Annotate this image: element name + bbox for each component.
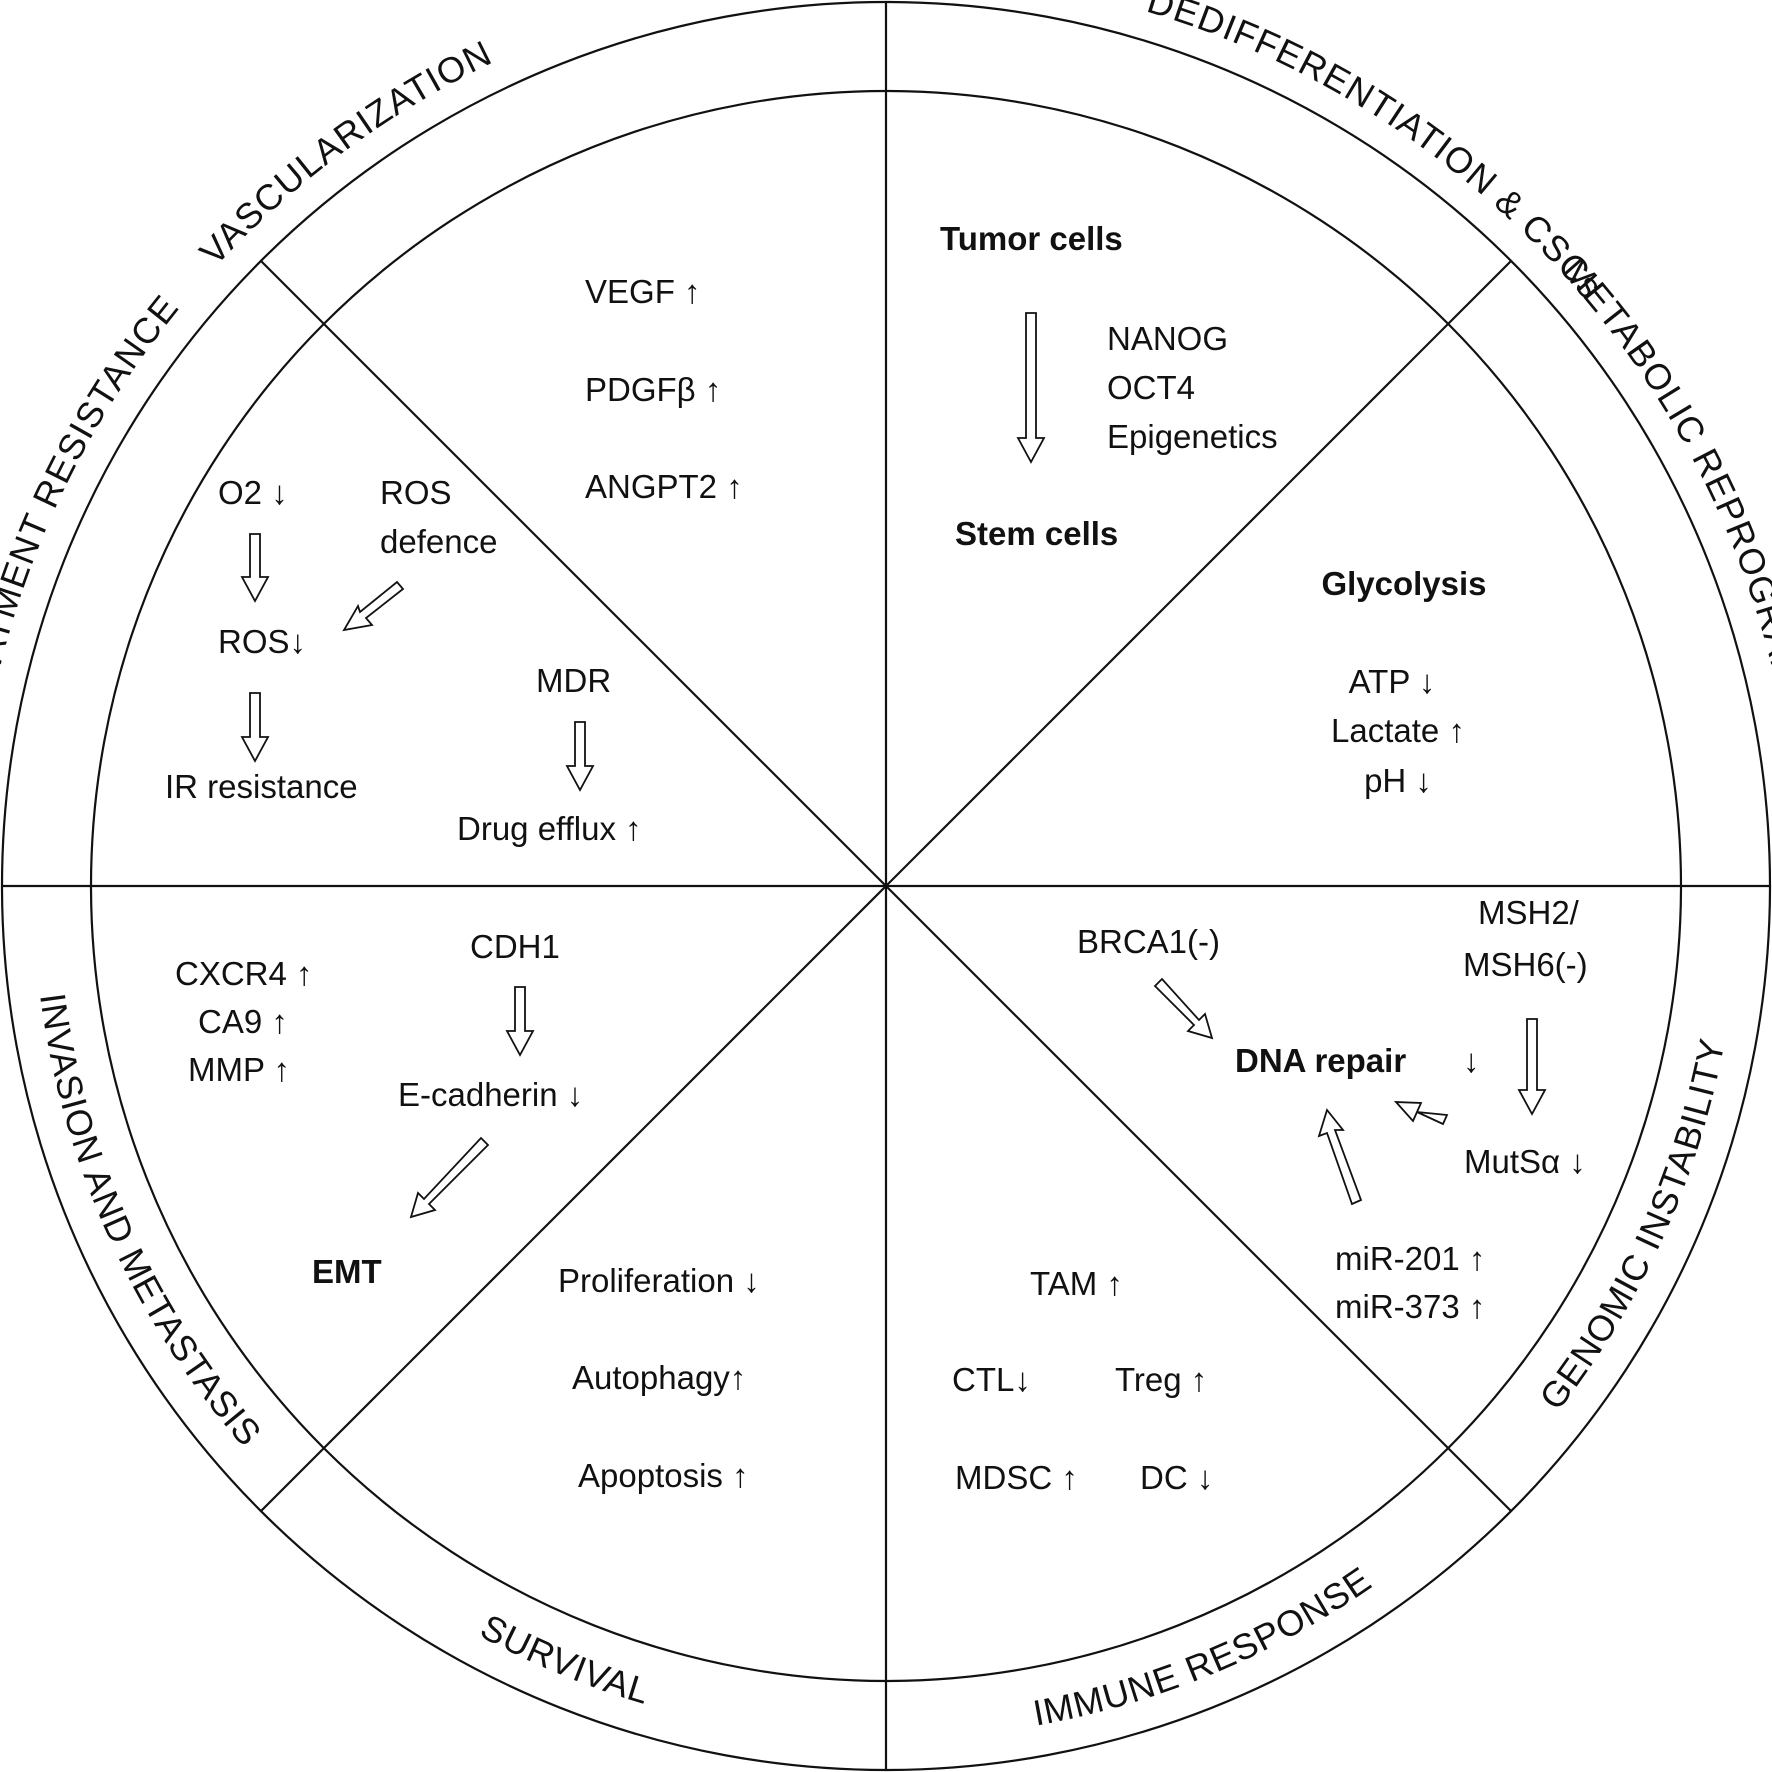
- proliferation-label: Proliferation ↓: [558, 1262, 760, 1299]
- ctl-label: CTL↓: [952, 1361, 1031, 1398]
- mir-to-dna-repair-arrow: [1317, 1108, 1363, 1206]
- autophagy-label: Autophagy↑: [572, 1359, 746, 1396]
- mir201-label: miR-201 ↑: [1335, 1240, 1485, 1277]
- sector-survival: Proliferation ↓ Autophagy↑ Apoptosis ↑: [558, 1262, 760, 1494]
- dc-label: DC ↓: [1140, 1459, 1213, 1496]
- brca1-to-dna-repair-arrow: [1153, 977, 1214, 1040]
- emt-label: EMT: [312, 1253, 382, 1290]
- sector-vascularization: VEGF ↑ PDGFβ ↑ ANGPT2 ↑: [585, 273, 743, 505]
- ros-to-ir-resistance-arrow: [240, 692, 270, 763]
- ring-title-immune-response: IMMUNE RESPONSE: [1030, 1559, 1378, 1734]
- sector-metabolic: Glycolysis ATP ↓ Lactate ↑ pH ↓: [1321, 565, 1486, 799]
- mir373-label: miR-373 ↑: [1335, 1288, 1485, 1325]
- ros-defence-line2: defence: [380, 523, 497, 560]
- msh-to-mutsa-arrow: [1517, 1018, 1547, 1116]
- epigenetics-label: Epigenetics: [1107, 418, 1278, 455]
- msh6-label: MSH6(-): [1463, 946, 1588, 983]
- mutsa-label: MutSα ↓: [1464, 1143, 1586, 1180]
- nanog-label: NANOG: [1107, 320, 1228, 357]
- atp-label: ATP ↓: [1349, 663, 1436, 700]
- brca1-label: BRCA1(-): [1077, 923, 1220, 960]
- mdsc-label: MDSC ↑: [955, 1459, 1078, 1496]
- drug-efflux-label: Drug efflux ↑: [457, 810, 642, 847]
- ros-label: ROS↓: [218, 623, 306, 660]
- sector-invasion: CXCR4 ↑ CA9 ↑ MMP ↑ CDH1 E-cadherin ↓ EM…: [175, 928, 583, 1290]
- sector-treatment: O2 ↓ ROS defence ROS↓ IR resistance MDR …: [165, 474, 642, 847]
- sector-genomic: BRCA1(-) MSH2/ MSH6(-) DNA repair ↓ MutS…: [1077, 894, 1588, 1325]
- stem-cells-label: Stem cells: [955, 515, 1118, 552]
- o2-to-ros-arrow: [240, 533, 270, 603]
- mdr-to-drug-efflux-arrow: [565, 721, 595, 792]
- mutsa-to-dna-repair-arrow: [1393, 1101, 1449, 1126]
- treg-label: Treg ↑: [1115, 1361, 1207, 1398]
- ring-title-metabolic-reprogramming: METABOLIC REPROGRAMMING: [1555, 250, 1772, 787]
- ring-title-survival: SURVIVAL: [474, 1606, 654, 1712]
- ir-resistance-label: IR resistance: [165, 768, 358, 805]
- tumor-cells-label: Tumor cells: [940, 220, 1123, 257]
- cxcr4-label: CXCR4 ↑: [175, 955, 313, 992]
- ros-defence-line1: ROS: [380, 474, 452, 511]
- sector-immune: TAM ↑ CTL↓ Treg ↑ MDSC ↑ DC ↓: [952, 1265, 1213, 1496]
- dna-repair-label: DNA repair: [1235, 1042, 1406, 1079]
- ros-defence-to-ros-arrow: [342, 580, 405, 632]
- lactate-label: Lactate ↑: [1331, 712, 1465, 749]
- ecadherin-label: E-cadherin ↓: [398, 1076, 583, 1113]
- pdgfb-label: PDGFβ ↑: [585, 371, 721, 408]
- ph-label: pH ↓: [1364, 762, 1432, 799]
- apoptosis-label: Apoptosis ↑: [578, 1457, 749, 1494]
- sector-dedifferentiation: Tumor cells NANOG OCT4 Epigenetics Stem …: [940, 220, 1278, 552]
- glycolysis-label: Glycolysis: [1321, 565, 1486, 602]
- divider-diagonal-b: [260, 260, 1512, 1512]
- cdh1-label: CDH1: [470, 928, 560, 965]
- ring-title-vascularization: VASCULARIZATION: [191, 32, 497, 272]
- cdh1-to-ecadherin-arrow: [505, 986, 535, 1057]
- vegf-label: VEGF ↑: [585, 273, 701, 310]
- angpt2-label: ANGPT2 ↑: [585, 468, 743, 505]
- dna-repair-down-arrow: ↓: [1463, 1042, 1480, 1079]
- msh2-label: MSH2/: [1478, 894, 1580, 931]
- o2-label: O2 ↓: [218, 474, 288, 511]
- ca9-label: CA9 ↑: [198, 1003, 288, 1040]
- oct4-label: OCT4: [1107, 369, 1195, 406]
- tam-label: TAM ↑: [1030, 1265, 1123, 1302]
- tumor-to-stem-arrow: [1016, 312, 1046, 464]
- mmp-label: MMP ↑: [188, 1051, 290, 1088]
- ecadherin-to-emt-arrow: [409, 1136, 490, 1219]
- mdr-label: MDR: [536, 662, 611, 699]
